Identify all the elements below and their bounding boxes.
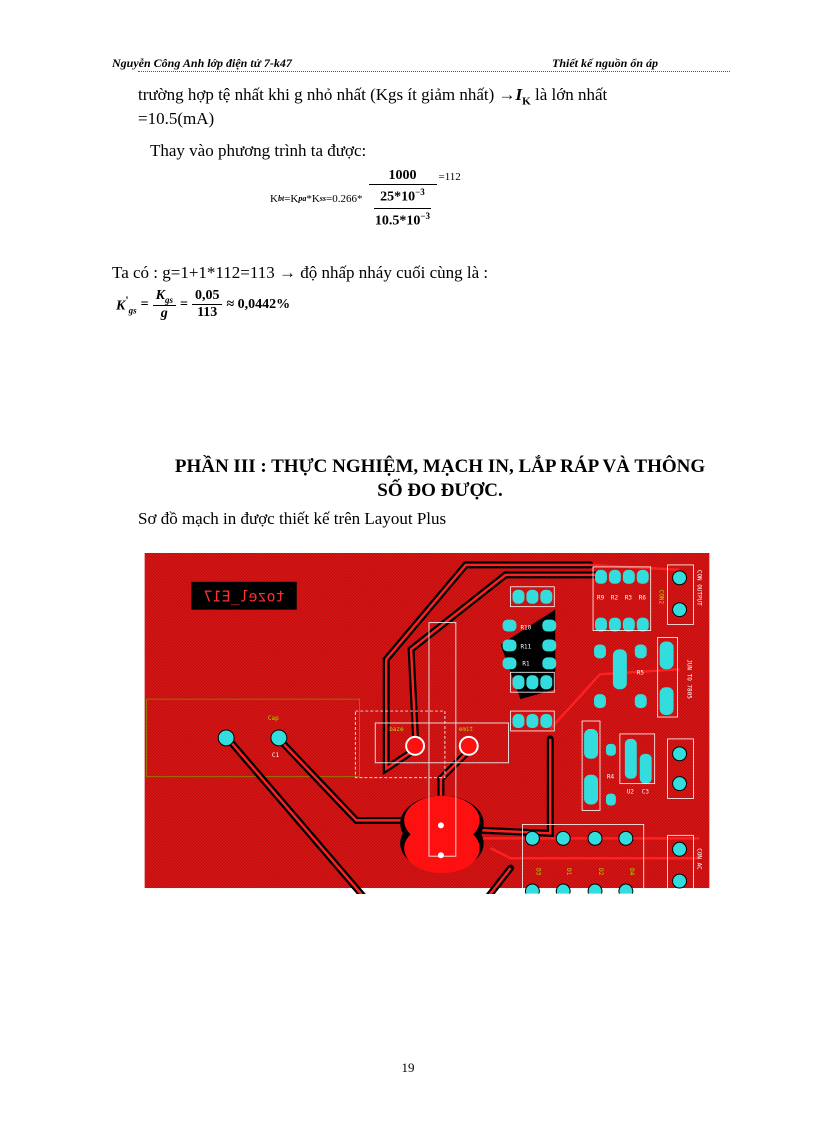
f: K [116,298,126,314]
page-number: 19 [401,1060,415,1075]
paragraph-1: trường hợp tệ nhất khi g nhỏ nhất (Kgs í… [138,84,742,112]
section-title-line1: PHẦN III : THỰC NGHIỆM, MẠCH IN, LẮP RÁP… [174,456,706,477]
pcb-label: tozel_E17 [204,588,285,606]
pcb-text: baze [389,726,404,733]
pcb-text: R4 [607,774,615,781]
pcb-text: R2 [611,595,619,602]
f: g [160,305,168,321]
f: 0,05 [191,288,223,306]
f: K [270,192,278,205]
pcb-text: R5 [637,669,645,676]
f: =0.266* [326,192,363,205]
f: gs [164,294,173,305]
pcb-text: D4 [628,868,635,876]
f: = [140,296,149,312]
pcb-layout-image: tozel_E17 [142,550,712,894]
section-title-line2: SỐ ĐO ĐƯỢC. [377,480,503,501]
pcb-text: R6 [639,595,647,602]
header-author: Nguyễn Công Anh lớp điện tử 7-k47 [112,56,292,70]
pcb-text: U2 [627,789,635,796]
header-title: Thiết kế nguồn ổn áp [552,56,659,70]
pcb-text: Cap [268,715,279,722]
label-box [191,581,297,610]
numerator: 1000 [368,168,437,185]
pcb-text: CON2 [658,590,665,605]
pcb-text: C3 [642,789,650,796]
f: K [155,288,165,303]
pcb-text: CON OUTPUT [695,570,702,606]
f: 10.5*10 [374,213,421,229]
pcb-text: D1 [565,868,572,876]
f: =K [284,192,299,205]
f: = [179,296,188,312]
pcb-text: emit [459,726,473,733]
f: 25*10 [380,189,416,205]
f: pa [298,194,307,204]
pcb-text: R11 [520,643,531,650]
f: ≈ 0,0442% [226,296,291,312]
f: −3 [415,187,425,197]
f: =112 [438,170,461,183]
pcb-text: D3 [534,868,541,876]
pcb-text: CON AC [695,848,702,870]
header-divider [138,71,730,72]
f: −3 [420,210,431,221]
f: ' [125,294,129,308]
paragraph-4: Ta có : g=1+1*112=113 → độ nhấp nháy cuố… [112,263,489,282]
f: gs [128,305,137,316]
paragraph-2: =10.5(mA) [138,109,215,128]
ik-sub: K [522,95,531,108]
f: bt [277,194,285,204]
f: ss [319,194,327,204]
pcb-text: R9 [597,595,605,602]
ik: I [515,85,523,104]
pcb-text: D2 [597,868,604,876]
pcb-text: R10 [520,625,531,632]
pcb-text: R3 [625,595,633,602]
denominator: 25*10−3 10.5*10−3 [374,185,431,229]
text: trường hợp tệ nhất khi g nhỏ nhất (Kgs í… [138,85,499,104]
pcb-caption: Sơ đồ mạch in được thiết kế trên Layout … [138,509,447,528]
f: 113 [197,305,218,321]
paragraph-3: Thay vào phương trình ta được: [150,141,367,160]
pcb-text: C1 [272,752,280,759]
pcb-text: R1 [522,660,530,667]
f: *K [306,192,320,205]
arrow: → [498,85,516,104]
fraction: 1000 25*10−3 10.5*10−3 [368,168,437,229]
pcb-text: JUN TO 7805 [685,659,692,699]
text: là lớn nhất [530,85,608,104]
